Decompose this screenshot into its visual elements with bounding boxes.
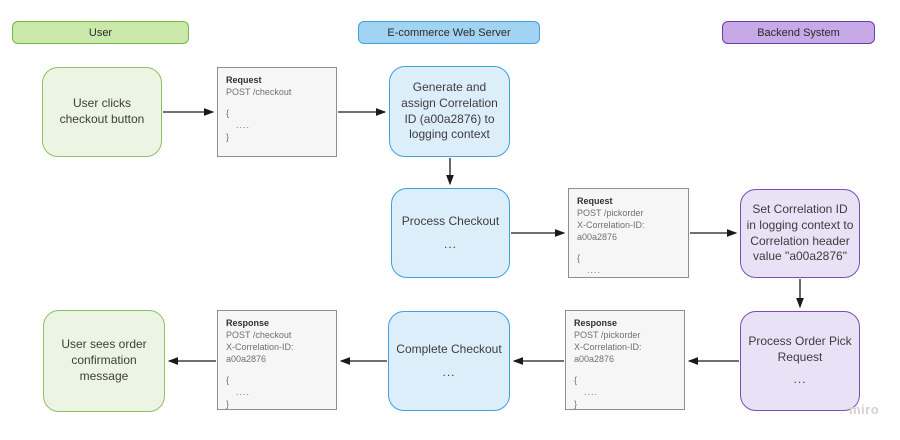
lane-header-user[interactable]: User xyxy=(12,21,189,44)
message-method-line: POST /checkout xyxy=(226,87,292,97)
node-label: User clicks checkout button xyxy=(59,96,145,126)
node-ellipsis: ... xyxy=(443,236,457,251)
message-brace-open: { xyxy=(226,375,230,385)
node-label: Set Correlation ID in logging context to… xyxy=(746,201,854,264)
message-correlation-line: X-Correlation-ID: a00a2876 xyxy=(574,342,642,364)
message-spacer xyxy=(226,365,328,374)
message-request-pickorder[interactable]: Request POST /pickorder X-Correlation-ID… xyxy=(568,188,689,278)
node-set-correlation-id[interactable]: Set Correlation ID in logging context to… xyxy=(740,189,860,278)
message-title: Response xyxy=(226,318,270,328)
message-body-dots: .... xyxy=(587,265,602,275)
message-method-line: POST /checkout xyxy=(226,330,292,340)
message-correlation-line: X-Correlation-ID: a00a2876 xyxy=(226,342,294,364)
message-body-dots: .... xyxy=(236,387,251,397)
node-process-checkout[interactable]: Process Checkout ... xyxy=(391,188,510,278)
node-user-clicks-checkout[interactable]: User clicks checkout button xyxy=(42,67,162,157)
node-label: Generate and assign Correlation ID (a00a… xyxy=(401,79,498,142)
message-method-line: POST /pickorder xyxy=(577,208,644,218)
message-body-dots: .... xyxy=(584,387,599,397)
node-label: Process Order Pick Request xyxy=(748,333,852,364)
message-spacer xyxy=(226,98,328,107)
node-label: User sees order confirmation message xyxy=(61,337,147,383)
node-complete-checkout[interactable]: Complete Checkout ... xyxy=(388,311,510,411)
node-ellipsis: ... xyxy=(442,364,456,379)
message-brace-close: } xyxy=(226,132,230,142)
message-title: Request xyxy=(226,75,262,85)
message-correlation-line: X-Correlation-ID: a00a2876 xyxy=(577,220,645,242)
node-label: Process Checkout xyxy=(401,213,500,228)
message-title: Response xyxy=(574,318,618,328)
message-response-pickorder[interactable]: Response POST /pickorder X-Correlation-I… xyxy=(565,310,685,410)
node-ellipsis: ... xyxy=(793,372,807,387)
message-brace-close: } xyxy=(574,399,578,409)
message-request-checkout[interactable]: Request POST /checkout { .... } xyxy=(217,67,337,157)
message-brace-close: } xyxy=(577,276,680,277)
message-brace-close: } xyxy=(226,399,230,409)
message-brace-open: { xyxy=(226,108,230,118)
node-process-order-pick[interactable]: Process Order Pick Request ... xyxy=(740,311,860,411)
message-brace-open: { xyxy=(574,375,578,385)
message-body-dots: .... xyxy=(236,120,251,130)
message-spacer xyxy=(577,243,680,252)
message-brace-open: { xyxy=(577,253,581,263)
lane-header-web-server-label: E-commerce Web Server xyxy=(387,26,511,39)
node-user-sees-confirmation[interactable]: User sees order confirmation message xyxy=(43,310,165,412)
lane-header-backend-label: Backend System xyxy=(757,26,840,39)
lane-header-backend[interactable]: Backend System xyxy=(722,21,875,44)
lane-header-web-server[interactable]: E-commerce Web Server xyxy=(358,21,540,44)
message-response-checkout[interactable]: Response POST /checkout X-Correlation-ID… xyxy=(217,310,337,410)
miro-watermark: miro xyxy=(849,402,880,417)
lane-header-user-label: User xyxy=(88,26,113,39)
message-title: Request xyxy=(577,196,613,206)
message-method-line: POST /pickorder xyxy=(574,330,641,340)
node-label: Complete Checkout xyxy=(396,341,502,356)
node-generate-correlation-id[interactable]: Generate and assign Correlation ID (a00a… xyxy=(389,66,510,157)
message-spacer xyxy=(574,365,676,374)
